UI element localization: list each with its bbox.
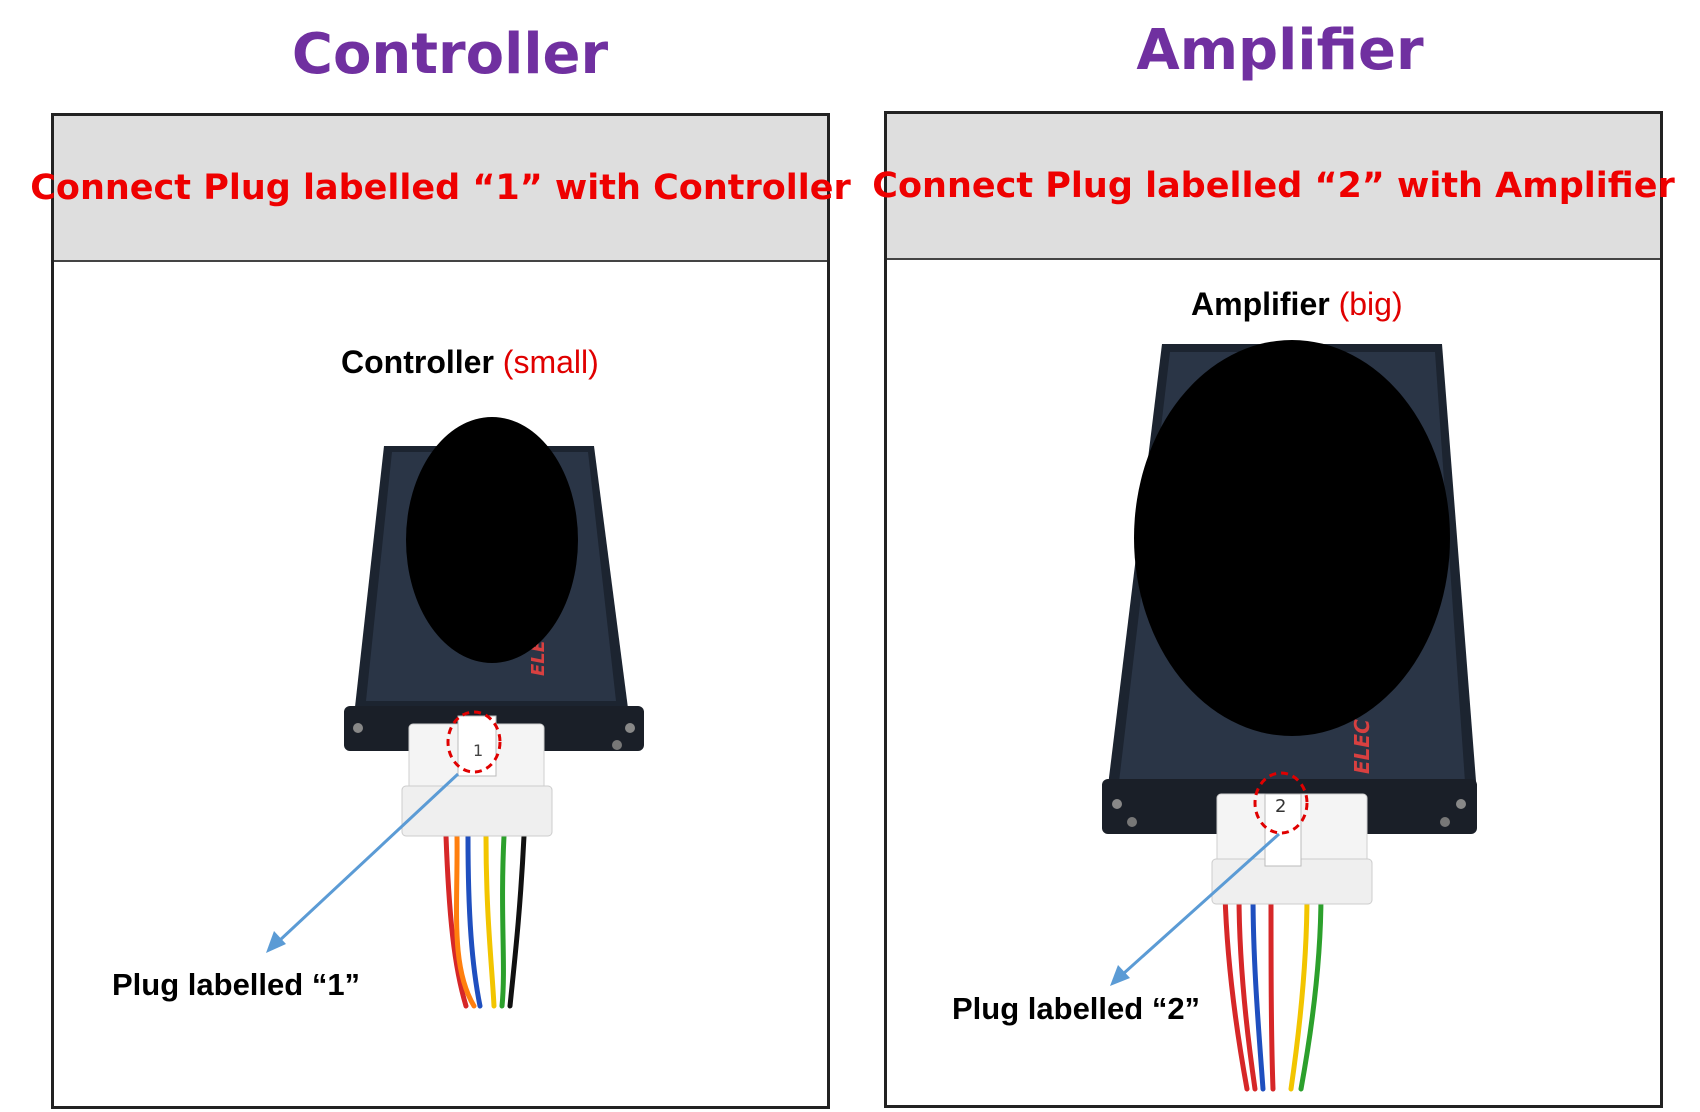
amplifier-device-label: Amplifier (big) (1191, 286, 1403, 323)
amplifier-instruction: Connect Plug labelled “2” with Amplifier (872, 166, 1675, 206)
controller-instruction-band: Connect Plug labelled “1” with Controlle… (30, 116, 851, 262)
controller-device-label: Controller (small) (341, 344, 599, 381)
controller-device-size: (small) (502, 344, 599, 380)
amplifier-plug-number: 2 (1275, 796, 1286, 817)
amplifier-device-size: (big) (1338, 286, 1403, 322)
amplifier-heading: Amplifier (1136, 18, 1424, 83)
controller-plug: 1 (401, 715, 553, 837)
amplifier-instruction-band: Connect Plug labelled “2” with Amplifier (872, 114, 1675, 260)
controller-arrow (266, 772, 460, 953)
amplifier-plug-label: Plug labelled “2” (952, 991, 1201, 1026)
controller-heading: Controller (291, 22, 609, 87)
amplifier-device: ELEC (1102, 340, 1477, 834)
controller-wires (443, 833, 527, 1009)
controller-redaction (406, 417, 578, 663)
controller-highlight-circle (446, 710, 502, 774)
amplifier-plug: 2 (1211, 793, 1373, 905)
amplifier-photo: ELEC 2 (1102, 340, 1477, 1092)
amplifier-device-name: Amplifier (1191, 286, 1330, 322)
amplifier-wires (1222, 891, 1324, 1092)
controller-panel: Connect Plug labelled “1” with Controlle… (30, 113, 851, 1109)
controller-photo: ELEC 1 (266, 417, 644, 1009)
amplifier-redaction (1134, 340, 1450, 736)
controller-instruction: Connect Plug labelled “1” with Controlle… (30, 168, 851, 208)
amplifier-body-text: ELEC (1350, 719, 1374, 774)
amplifier-highlight-circle (1253, 771, 1309, 835)
amplifier-panel: Connect Plug labelled “2” with Amplifier… (872, 111, 1675, 1108)
controller-plug-number: 1 (473, 741, 483, 760)
controller-plug-label: Plug labelled “1” (112, 967, 361, 1002)
controller-device-name: Controller (341, 344, 494, 380)
amplifier-arrow (1110, 832, 1281, 986)
controller-device: ELEC (344, 417, 644, 751)
